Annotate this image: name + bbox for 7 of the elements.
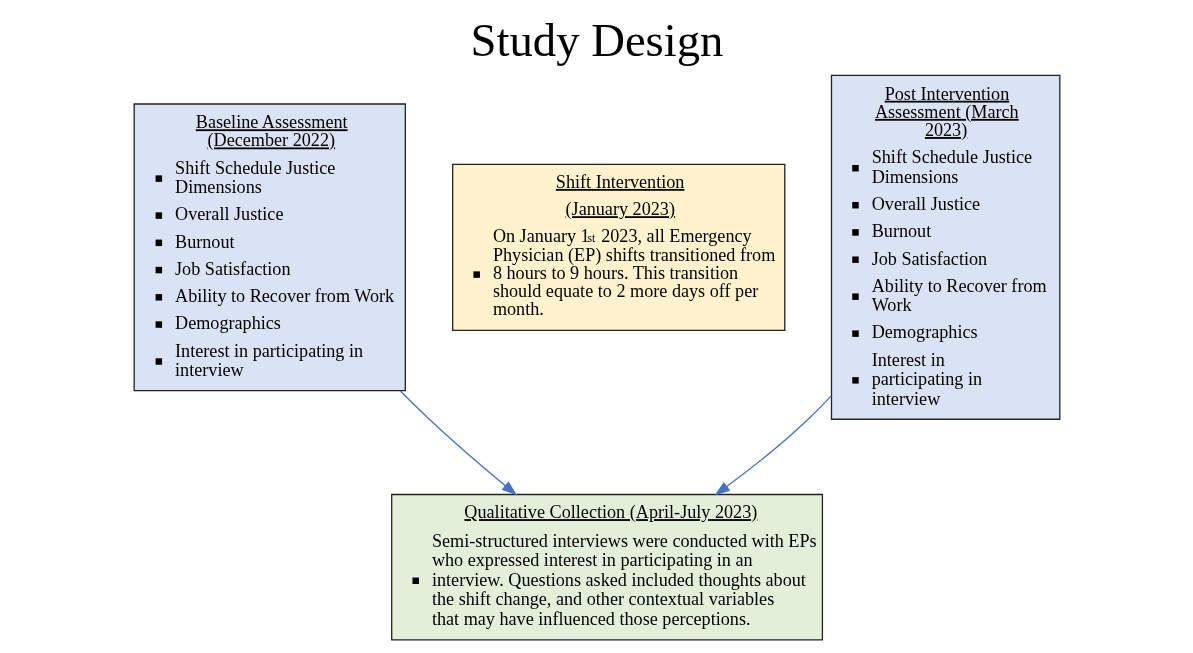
node-box: Post Intervention Assessment (March 2023) Shift Schedule Justice Dimensions Overall Justice Burnout Job Satisfaction Ability to Recover from Work Demographics Interest in participating in interview [830,74,1060,420]
node-box: Baseline Assessment (December 2022) Shift Schedule Justice Dimensions Overall Justice Burnout Job Satisfaction Ability to Recover from Work Demographics Interest in participating in interview [133,103,406,392]
arrow [399,390,517,496]
arrow [714,395,832,496]
node-box: Qualitative Collection (April-July 2023) Semi-structured interviews were conducted with EPs who expressed interest in participating in an interview. Questions asked included thoughts about the shift change, and other contextual variables that may have influenced those perceptions. [390,493,823,641]
diagram-title: Study Design [470,13,723,66]
node-box: Shift Intervention (January 2023) On January 1st 2023, all Emergency Physician (EP) shifts transitioned from 8 hours to 9 hours. This transition should equate to 2 more days off per month. [451,163,785,332]
